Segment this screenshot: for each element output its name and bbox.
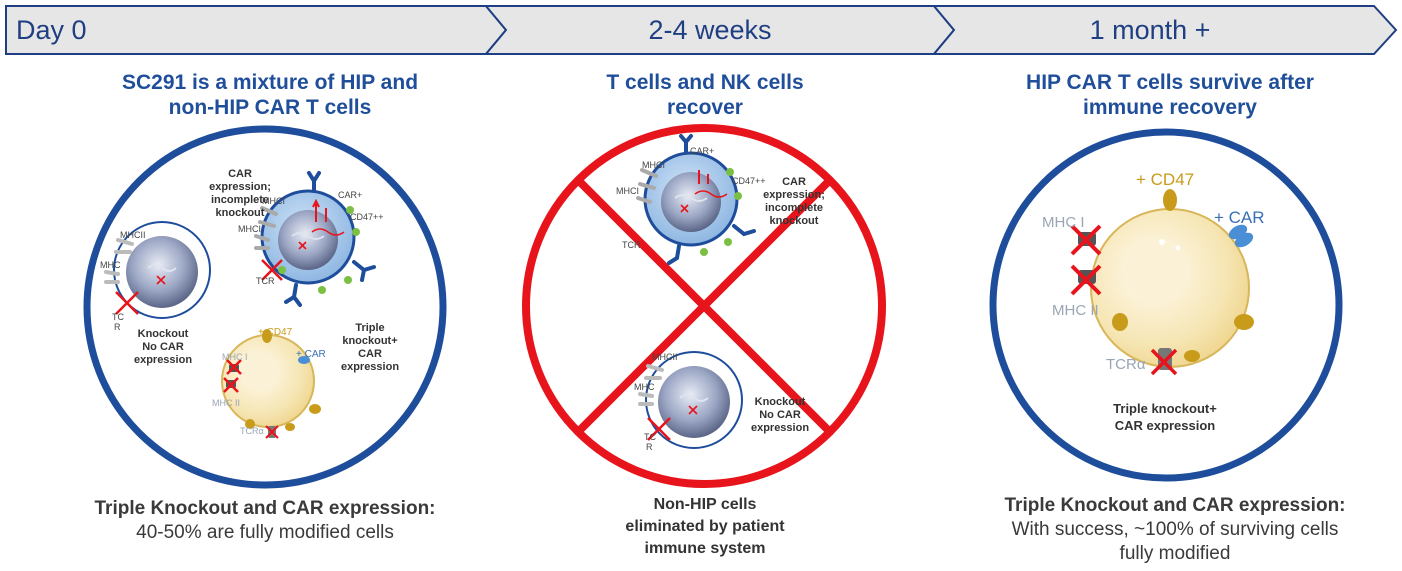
phase-2-4-weeks-label: 2-4 weeks — [648, 15, 772, 45]
panel1-ko-tc-label: TC — [112, 312, 124, 322]
panel3-cell-caption: Triple knockout+CAR expression — [1113, 401, 1217, 433]
panel1-hip-car-label: + CAR — [296, 349, 326, 360]
panel3-mhcii-label: MHC II — [1052, 302, 1099, 319]
panel3-cd47-label: + CD47 — [1136, 170, 1195, 189]
panel1-cd47-label: CD47++ — [350, 212, 384, 222]
panel1-car-incomplete-cell — [254, 171, 376, 307]
panel2-ko-mhc-label: MHC — [634, 382, 655, 392]
panel1-summary: Triple Knockout and CAR expression: 40-5… — [94, 498, 436, 543]
panel1-knockout-cell — [104, 221, 211, 319]
panel2-ko-mhcii-label: MHCII — [652, 352, 678, 362]
panel2-mhcii-label: MHCI — [616, 186, 639, 196]
phase-day0-label: Day 0 — [16, 15, 87, 45]
panel1-mhci-label: MHCI — [262, 196, 285, 206]
panel2-no-sign — [522, 124, 886, 488]
panel3-car-label: + CAR — [1214, 208, 1265, 227]
panel3-mhci-label: MHC I — [1042, 214, 1085, 231]
panel2-cd47-label: CD47++ — [732, 176, 766, 186]
panel1-car-plus-label: CAR+ — [338, 190, 363, 200]
panel2-ko-r-label: R — [646, 442, 653, 452]
panel1-ko-mhc-label: MHC — [100, 260, 121, 270]
panel1-hip-tcr-label: TCRα — [240, 426, 264, 436]
panel2-tcr-label: TCR — [622, 240, 641, 250]
phase-1-month-label: 1 month + — [1089, 15, 1211, 45]
panel1-ko-r-label: R — [114, 322, 121, 332]
panel2-ko-tc-label: TC — [644, 432, 656, 442]
panel2-car-plus-label: CAR+ — [690, 146, 715, 156]
panel3-summary: Triple Knockout and CAR expression: With… — [1004, 495, 1346, 564]
panel2-car-incomplete-cell — [636, 134, 756, 265]
panel3-hip-cell — [1070, 189, 1254, 376]
panel1-mixture-circle — [83, 125, 447, 489]
panel2-knockout-cell — [638, 351, 743, 449]
timeline-arrow-1-month — [931, 5, 1398, 55]
panel3-tcr-label: TCRα — [1106, 356, 1146, 373]
panel1-ko-mhcii-label: MHCII — [120, 230, 146, 240]
panel1-hip-cell — [221, 329, 321, 439]
panel2-mhci-label: MHCI — [642, 160, 665, 170]
panel1-tcr-label: TCR — [256, 276, 275, 286]
panel1-hip-cd47-label: + CD47 — [258, 327, 293, 338]
panel1-hip-mhci-label: MHC I — [222, 352, 248, 362]
panel1-hip-mhcii-label: MHC II — [212, 398, 240, 408]
panel1-mhcii-label: MHCI — [238, 224, 261, 234]
